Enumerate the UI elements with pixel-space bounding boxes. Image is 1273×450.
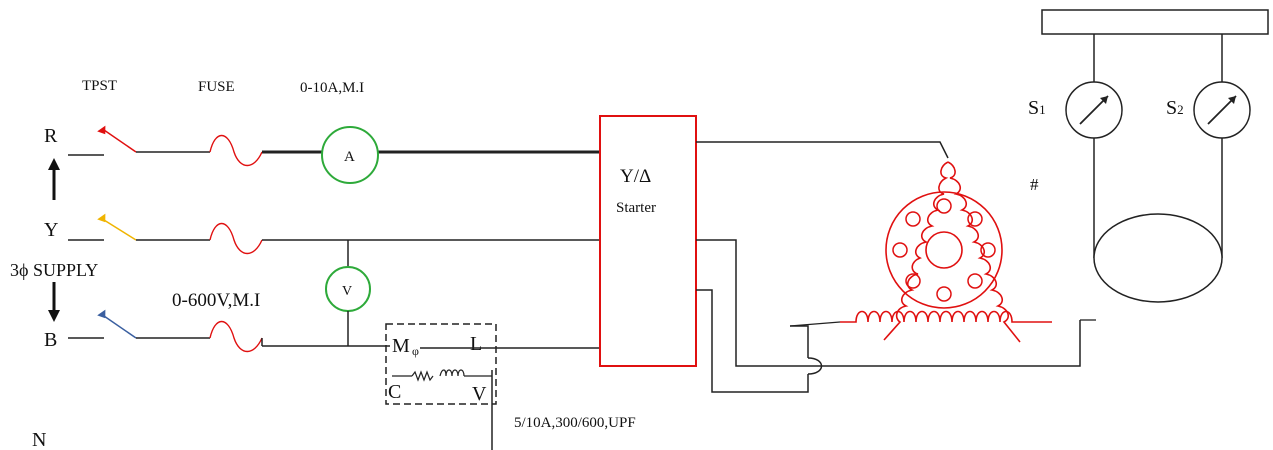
starter-title: Y/Δ	[620, 166, 651, 187]
spring-balance-1-label: S1	[1028, 97, 1046, 119]
wattmeter-m-label: M	[392, 335, 410, 357]
tpst-switch-y	[103, 219, 137, 241]
phase-y-line	[68, 213, 600, 255]
ammeter-symbol: A	[344, 149, 355, 165]
phase-y-label: Y	[44, 219, 58, 241]
ammeter-rating-label: 0-10A,M.I	[300, 80, 364, 96]
pressure-coil-resistor-icon	[411, 370, 434, 382]
rotor-outer-icon	[885, 191, 1003, 309]
rotor-shaft-icon	[925, 231, 963, 269]
star-delta-starter: Y/Δ Starter	[599, 115, 697, 367]
starter-to-motor-wiring	[696, 141, 1081, 393]
hash-mark: #	[1030, 175, 1039, 194]
induction-motor	[789, 161, 1096, 343]
ammeter: A	[321, 126, 379, 184]
fuse-label: FUSE	[198, 79, 235, 95]
fuse-y-icon	[209, 222, 263, 255]
switch-arrow-b-icon	[97, 309, 106, 319]
tpst-label: TPST	[82, 78, 117, 94]
tpst-switch-b	[103, 315, 137, 339]
wire-crossover-icon	[807, 357, 823, 375]
fuse-b-icon	[209, 320, 263, 353]
neutral-label: N	[32, 429, 46, 450]
phase-b-label: B	[44, 329, 57, 351]
wattmeter-c-label: C	[388, 381, 401, 403]
support-beam	[1041, 9, 1269, 35]
wattmeter-rating-label: 5/10A,300/600,UPF	[514, 415, 636, 431]
voltmeter-symbol: V	[342, 284, 352, 299]
phase-r-label: R	[44, 125, 58, 147]
voltmeter: V	[325, 240, 371, 346]
supply-arrow-down	[48, 282, 60, 322]
winding-left-icon	[883, 161, 949, 341]
wattmeter-phi-label: φ	[412, 344, 419, 358]
voltmeter-rating-label: 0-600V,M.I	[172, 290, 260, 311]
fuse-r-icon	[209, 134, 263, 167]
spring-balance-2-label: S2	[1166, 97, 1184, 119]
winding-bottom-icon	[840, 310, 1052, 323]
switch-arrow-r-icon	[97, 125, 106, 135]
winding-right-icon	[947, 161, 1021, 343]
tpst-switch-r	[103, 129, 137, 153]
supply-label: 3ϕ SUPPLY	[10, 260, 98, 280]
pressure-coil-inductor-icon	[439, 369, 465, 377]
starter-subtitle: Starter	[616, 200, 656, 216]
brake-loading-arrangement: S1 S2	[1028, 9, 1269, 303]
phase-b-line	[68, 309, 390, 353]
phase-r-line	[68, 125, 600, 167]
switch-arrow-y-icon	[97, 213, 106, 223]
rotor-slots-icon	[892, 198, 996, 302]
wattmeter-v-label: V	[472, 383, 487, 405]
wattmeter: M φ L C V	[385, 323, 600, 450]
brake-drum	[1093, 213, 1223, 303]
wattmeter-l-label: L	[470, 333, 482, 355]
supply-arrow-up	[48, 158, 60, 200]
